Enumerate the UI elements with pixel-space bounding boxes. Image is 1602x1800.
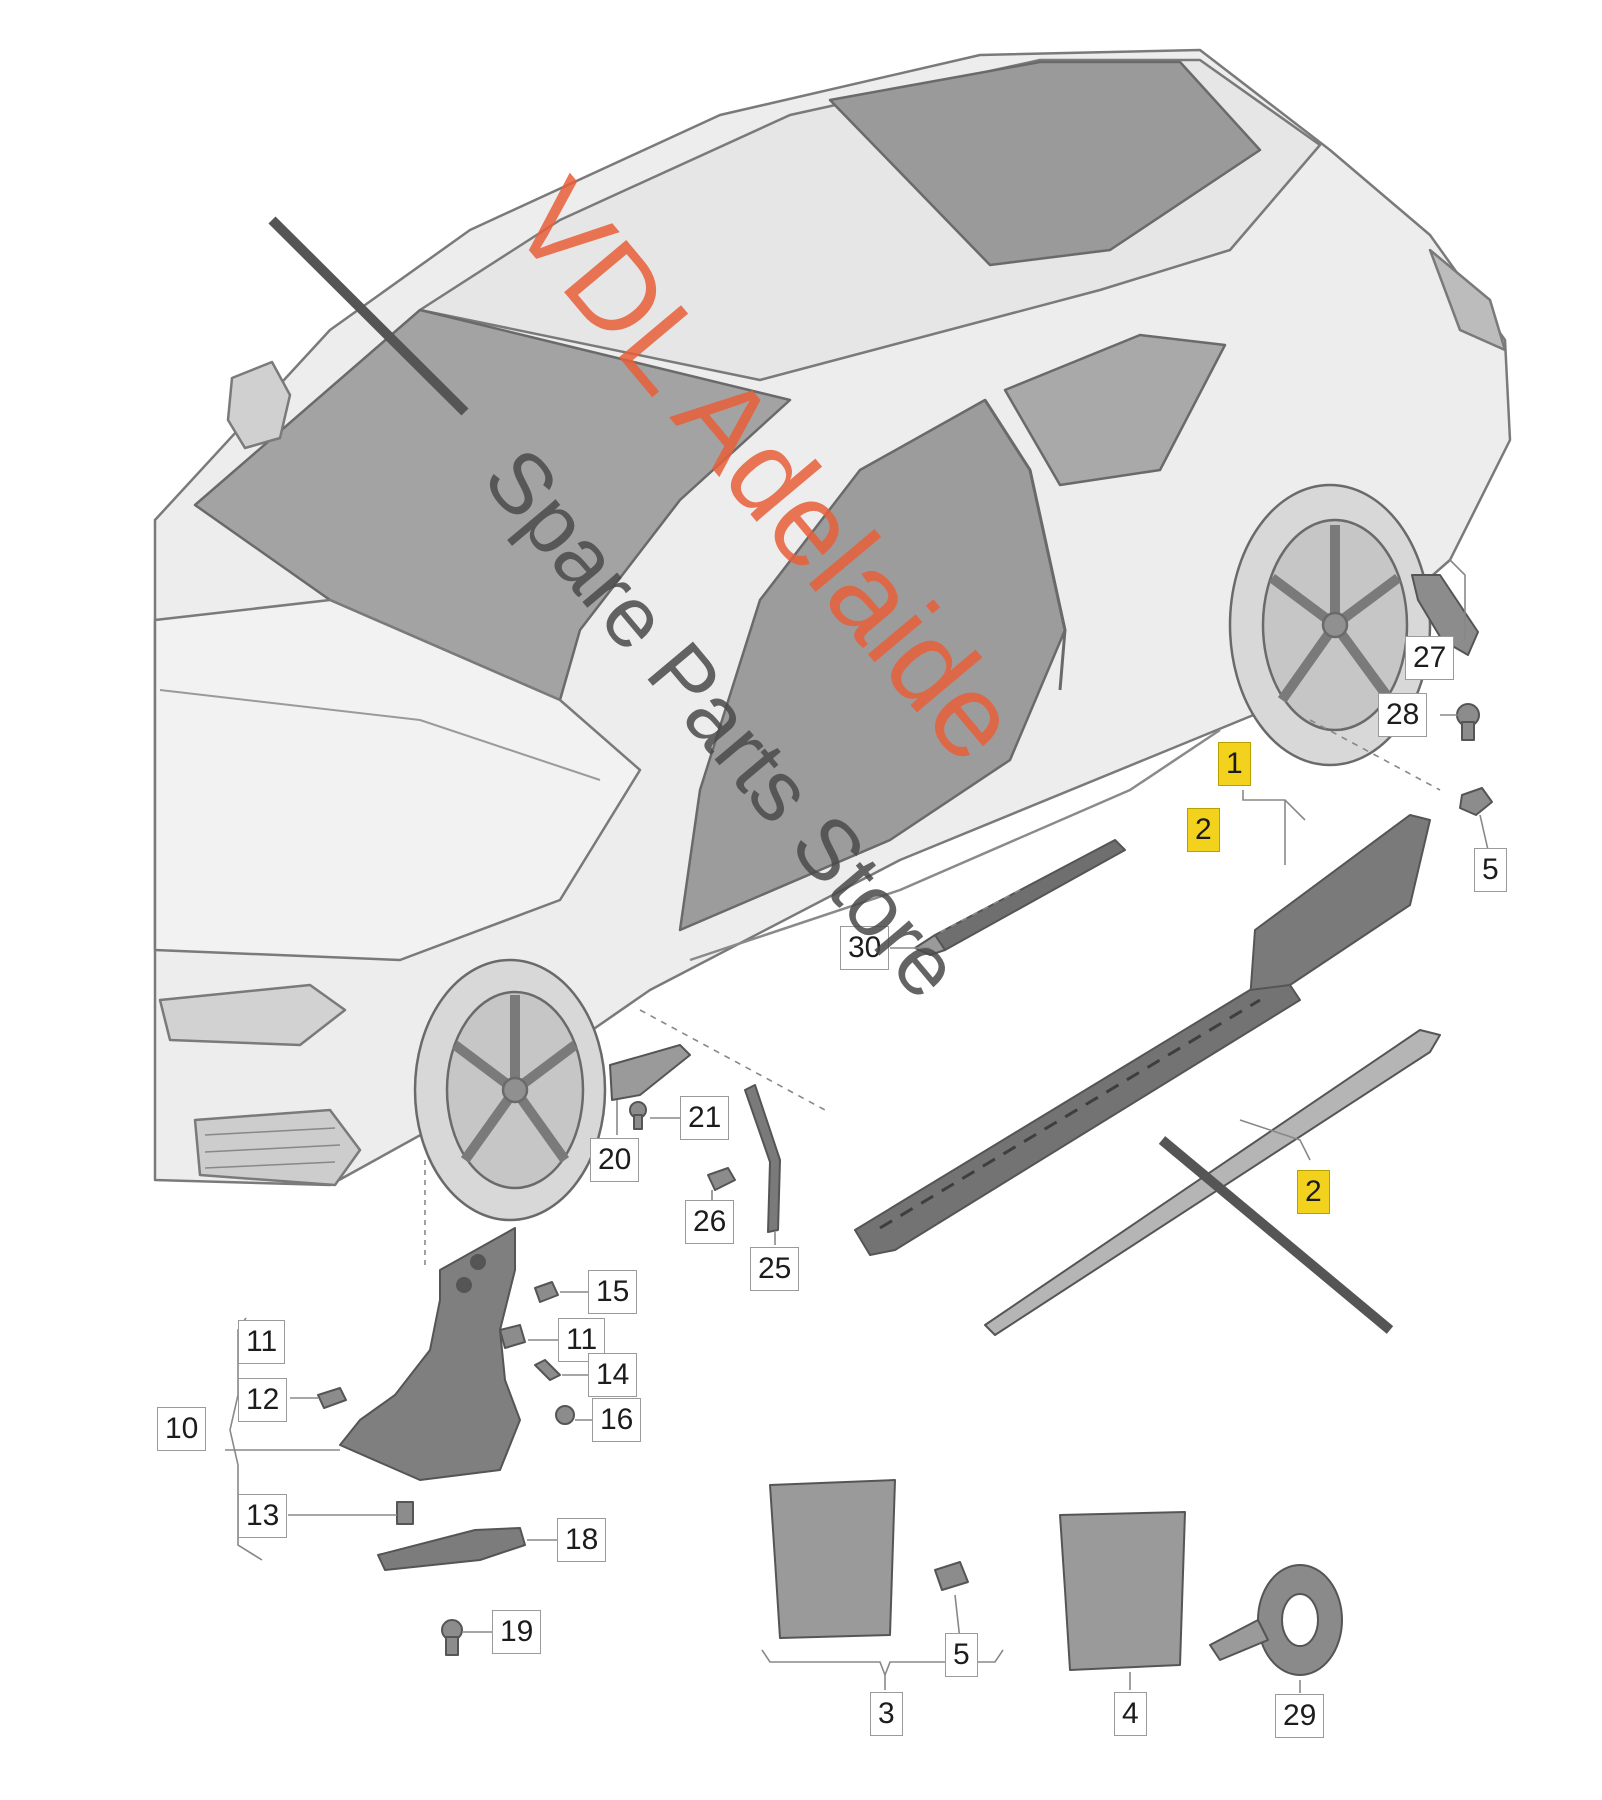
leader-lines [225,559,1489,1693]
callout-16: 16 [592,1398,642,1442]
front-wheel [413,958,607,1222]
callout-20: 20 [590,1138,640,1182]
callout-13: 13 [238,1494,288,1538]
callout-3: 3 [870,1692,903,1736]
callout-2-upper: 2 [1187,808,1220,852]
callout-12: 12 [238,1378,288,1422]
callout-1: 1 [1218,742,1251,786]
callout-25: 25 [750,1247,800,1291]
callout-14: 14 [588,1353,638,1397]
callout-19: 19 [492,1610,542,1654]
car-body-illustration [153,48,1512,1187]
callout-18: 18 [557,1518,607,1562]
callout-11-left: 11 [238,1320,286,1364]
callout-30: 30 [840,926,890,970]
callout-29: 29 [1275,1694,1325,1738]
callout-27: 27 [1405,636,1455,680]
watermark-bars [268,216,1394,1334]
callout-15: 15 [588,1270,638,1314]
callout-26: 26 [685,1200,735,1244]
callout-4: 4 [1114,1692,1147,1736]
callout-5-lower: 5 [945,1633,978,1677]
callout-2-lower: 2 [1297,1170,1330,1214]
callout-28: 28 [1378,693,1428,737]
callout-5-upper: 5 [1474,848,1507,892]
callout-10: 10 [157,1407,207,1451]
callout-21: 21 [680,1096,730,1140]
